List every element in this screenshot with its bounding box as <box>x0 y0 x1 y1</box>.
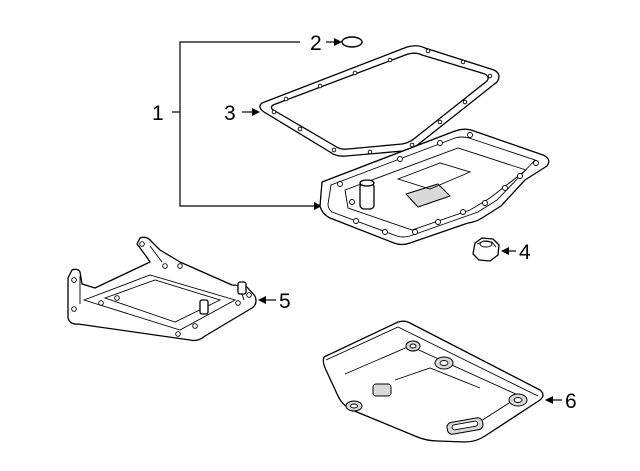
callout-4-label: 4 <box>519 241 531 264</box>
callout-3-label: 3 <box>224 102 236 125</box>
callout-1-label: 1 <box>152 102 164 125</box>
callout-2-leader <box>326 38 342 46</box>
callout-5-leader <box>258 296 276 304</box>
callout-2-label: 2 <box>310 32 322 55</box>
support-bracket <box>67 236 257 342</box>
callout-5-label: 5 <box>279 290 291 313</box>
callout-4-leader <box>501 247 516 255</box>
o-ring <box>341 36 363 48</box>
pan-gasket <box>259 45 500 157</box>
callout-3-leader <box>242 108 260 116</box>
callout-6-label: 6 <box>565 390 577 413</box>
oil-pan <box>319 128 550 246</box>
skid-plate <box>322 320 544 443</box>
callout-6-leader <box>545 396 562 404</box>
callout-1-bracket <box>172 41 322 210</box>
drain-plug <box>472 237 500 262</box>
